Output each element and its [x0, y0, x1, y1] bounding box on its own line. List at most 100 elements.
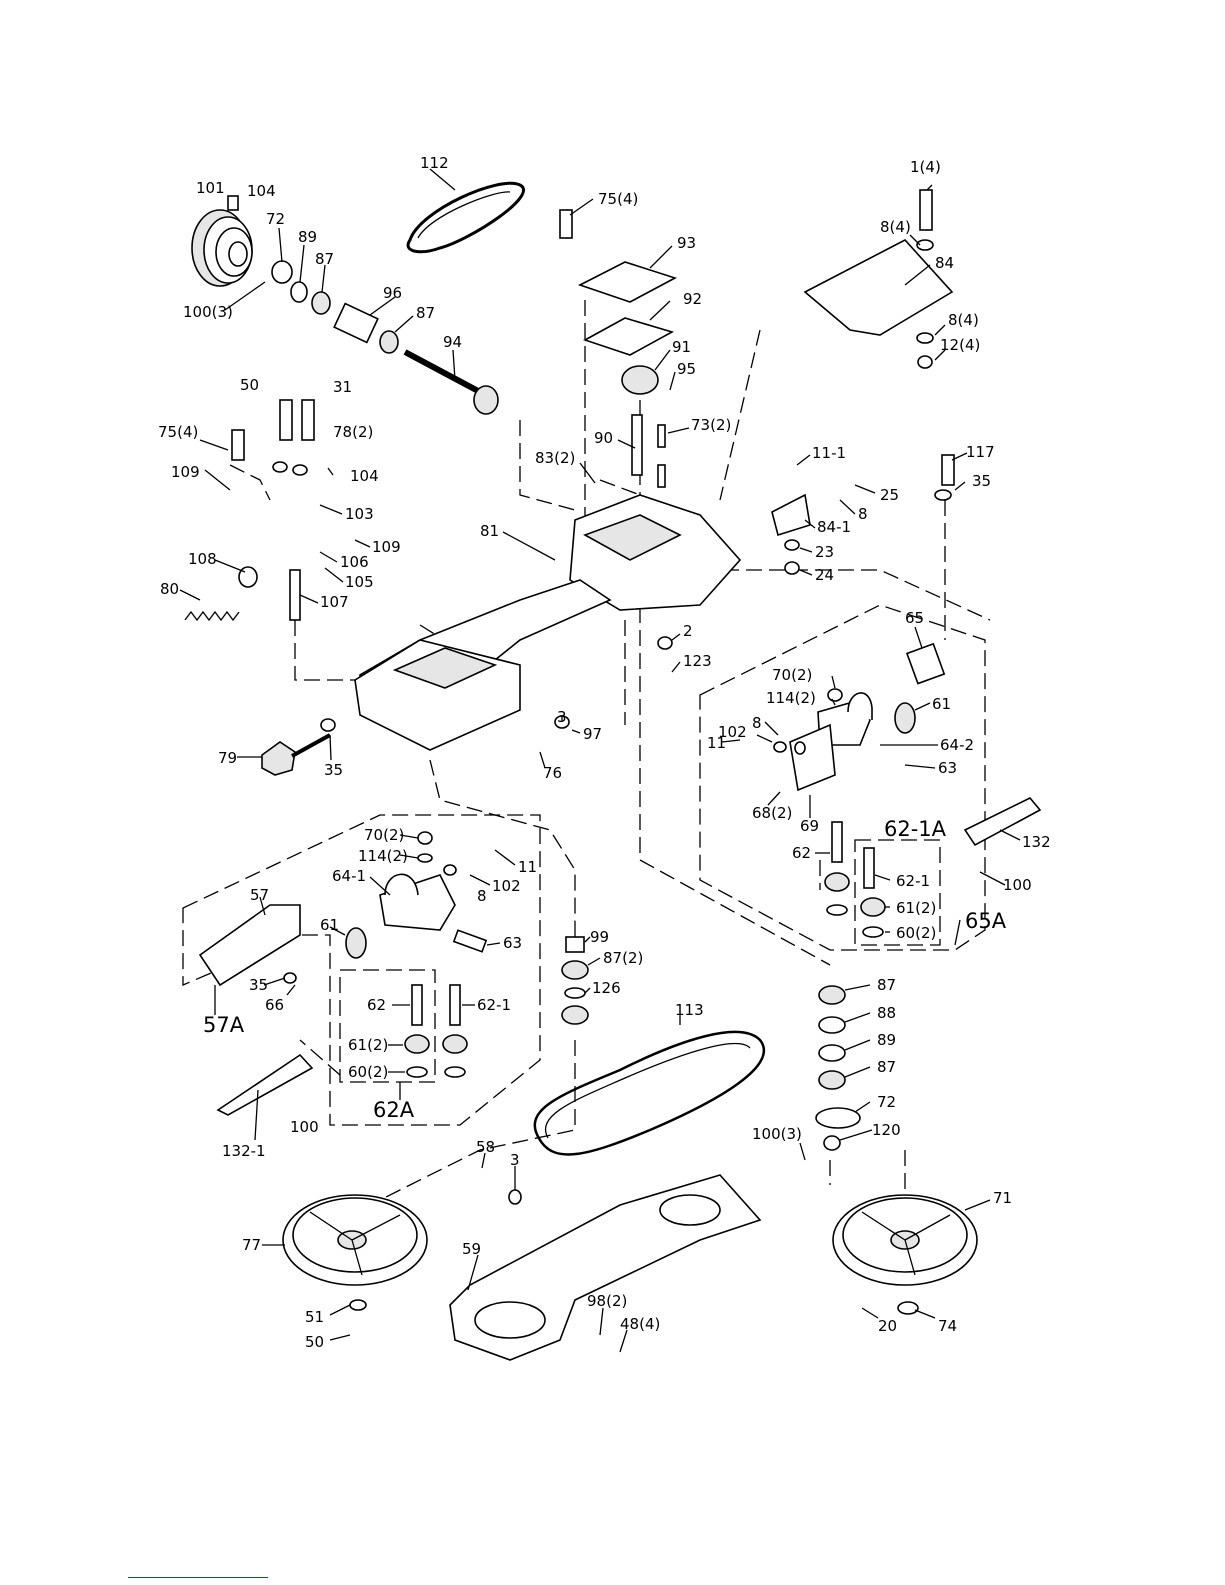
plate-69: [789, 723, 836, 792]
label: 1(4): [910, 158, 941, 176]
label: 96: [383, 284, 402, 302]
label: 74: [938, 1317, 957, 1335]
label: 2: [683, 622, 693, 640]
label: 50: [305, 1333, 324, 1351]
label: 69: [800, 817, 819, 835]
bearing-61-left: [345, 927, 367, 959]
label: 61: [320, 916, 339, 934]
label: 132: [1022, 833, 1051, 851]
leader-lines: [179, 168, 1021, 1353]
label: 61(2): [896, 899, 936, 917]
label: 87: [877, 1058, 896, 1076]
label: 31: [333, 378, 352, 396]
label: 68(2): [752, 804, 792, 822]
bearing-87-2: [561, 960, 589, 980]
label: 104: [350, 467, 379, 485]
spacer-88: [818, 1016, 846, 1034]
label: 60(2): [348, 1063, 388, 1081]
label: 58: [476, 1138, 495, 1156]
flange-72: [271, 260, 293, 284]
label: 62: [367, 996, 386, 1014]
shaft-90: [631, 414, 643, 476]
label: 97: [583, 725, 602, 743]
label: 100: [290, 1118, 319, 1136]
label: 61: [932, 695, 951, 713]
label: 72: [877, 1093, 896, 1111]
label: 79: [218, 749, 237, 767]
label: 8: [858, 505, 868, 523]
label: 11: [707, 734, 726, 752]
label: 83(2): [535, 449, 575, 467]
knob-79: [261, 733, 331, 776]
label: 104: [247, 182, 276, 200]
gear-91: [621, 365, 659, 395]
label: 90: [594, 429, 613, 447]
label: 60(2): [896, 924, 936, 942]
label: 105: [345, 573, 374, 591]
ring-right-a: [826, 904, 848, 916]
label: 132-1: [222, 1142, 266, 1160]
label: 62A: [373, 1098, 415, 1122]
label: 63: [938, 759, 957, 777]
label: 62-1A: [884, 817, 947, 841]
label: 50: [240, 376, 259, 394]
label: 108: [188, 550, 217, 568]
washer-89-r: [818, 1044, 846, 1062]
bearing-87b: [379, 330, 399, 354]
shaft-62-1-left: [449, 984, 461, 1026]
bearing-left-a: [404, 1034, 430, 1054]
label: 63: [503, 934, 522, 952]
blade-113: [533, 1030, 766, 1156]
pulley-101: [191, 195, 253, 287]
label: 8(4): [948, 311, 979, 329]
label: 88: [877, 1004, 896, 1022]
bracket-84: [803, 239, 954, 336]
wheel-71: [832, 1194, 978, 1286]
block-65: [905, 642, 946, 685]
label: 109: [171, 463, 200, 481]
bearing-left-b: [442, 1034, 468, 1054]
spring-80: [184, 610, 240, 622]
label: 101: [196, 179, 225, 197]
label: 87: [877, 976, 896, 994]
label: 109: [372, 538, 401, 556]
bushing-120: [823, 1135, 841, 1151]
label: 80: [160, 580, 179, 598]
label: 106: [340, 553, 369, 571]
label: 126: [592, 979, 621, 997]
key-73a: [657, 424, 666, 448]
washer-89: [290, 281, 308, 303]
label: 70(2): [772, 666, 812, 684]
gasket-92: [583, 317, 675, 356]
label: 107: [320, 593, 349, 611]
worm-shaft-94: [403, 349, 499, 415]
label: 71: [993, 1189, 1012, 1207]
spacer-99: [565, 936, 585, 953]
label: 75(4): [598, 190, 638, 208]
footer-link-underline[interactable]: [128, 1577, 268, 1578]
label: 66: [265, 996, 284, 1014]
label: 11-1: [812, 444, 846, 462]
label: 113: [675, 1001, 704, 1019]
label: 23: [815, 543, 834, 561]
label: 75(4): [158, 423, 198, 441]
guard-132-1: [216, 1053, 314, 1116]
label: 94: [443, 333, 462, 351]
label: 103: [345, 505, 374, 523]
label: 77: [242, 1236, 261, 1254]
label: 8: [752, 714, 762, 732]
bearing-87-r1: [818, 985, 846, 1005]
wheel-77: [282, 1194, 428, 1286]
label: 64-2: [940, 736, 974, 754]
shaft-62-right: [831, 821, 843, 863]
label: 70(2): [364, 826, 404, 844]
bearing-61-right: [894, 702, 916, 734]
bearing-right-b: [860, 897, 886, 917]
frame-arm-81: [354, 494, 742, 751]
label: 24: [815, 566, 834, 584]
label: 100(3): [752, 1125, 802, 1143]
bracket-84-1: [771, 493, 811, 537]
label: 99: [590, 928, 609, 946]
label: 84: [935, 254, 954, 272]
